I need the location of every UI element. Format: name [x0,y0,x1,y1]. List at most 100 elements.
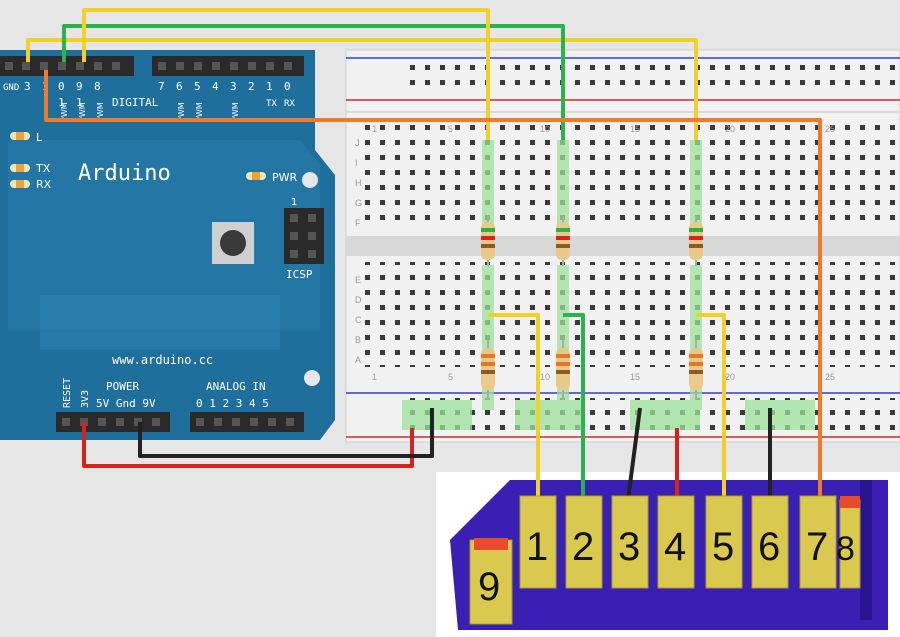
reset-button [212,222,254,264]
row-label: E [355,275,361,285]
connector-pin: 8 [836,496,861,589]
connector-pin-label: 4 [664,525,686,569]
pwm-label: PWM [78,102,87,122]
pin-label: 7 [158,80,165,93]
resistor [481,216,495,266]
resistor [689,340,703,400]
power-pins-label: 5V Gnd 9V [96,397,156,410]
arduino-brand: Arduino [78,161,171,186]
wires [26,8,822,501]
led-pwr-label: PWR [272,171,298,184]
col-label: 10 [540,124,550,134]
row-label: B [355,335,361,345]
resistor [481,340,495,400]
wire-green-2 [563,313,585,500]
breadboard-top-holes [355,125,900,230]
connector-pin: 3 [611,495,649,589]
row-label: J [355,138,360,148]
wire-yellow-3 [488,313,540,500]
col-label: 1 [372,124,377,134]
led-rx-label: RX [36,178,52,191]
connector-pin-label: 5 [712,525,734,569]
pin-label: 1 [58,96,65,109]
pin-label: 5 [194,80,201,93]
digital-header-1 [0,56,134,76]
resistor [689,216,703,266]
col-label: 20 [725,124,735,134]
resistor [556,216,570,266]
pwm-label: PWM [60,102,69,122]
wire-red-5v [82,422,414,468]
pin-label: 1 [76,96,83,109]
v33-pin-label: 3V3 [80,390,91,408]
arduino-board: GND 3 1 0 9 8 7 6 5 4 3 2 1 0 1 1 DIGITA… [0,50,335,440]
connector-pin-label: 9 [478,565,500,609]
col-label: 20 [725,372,735,382]
pin-label: 2 [248,80,255,93]
row-label: H [355,178,362,188]
connector-pin-label: 7 [806,525,828,569]
wire-yellow-2 [82,8,490,140]
wire-orange [44,70,822,500]
pin-label-tx: TX [266,99,277,109]
digital-header-2 [152,56,304,76]
resistor [556,340,570,400]
led-tx-label: TX [35,162,51,175]
wire-yellow-4 [696,313,726,500]
pin-label-rx: RX [284,99,295,109]
connector-pin-label: 6 [758,525,780,569]
digital-label: DIGITAL [112,96,159,109]
connector-pin-label: 3 [618,525,640,569]
wire-yellow-1 [26,38,698,140]
pin-label-gnd: GND [3,83,19,93]
connector-pins: 1 2 3 4 5 6 7 8 [469,495,861,625]
pin-label: 0 [284,80,291,93]
connector-pin: 9 [469,538,513,625]
pin-label: 8 [94,80,101,93]
pin-label: 1 [266,80,273,93]
wire-black-1 [626,407,642,501]
connector-pin-label: 8 [836,530,855,568]
row-label: I [355,158,358,168]
row-label: F [355,218,361,228]
connector-pin-label: 1 [526,525,548,569]
pwm-label: PWM [177,102,186,122]
col-label: 25 [825,372,835,382]
col-label: 15 [630,372,640,382]
power-label: POWER [106,380,139,393]
pwm-label: PWM [231,102,240,122]
col-label: 5 [448,124,453,134]
row-label: A [355,355,361,365]
row-label: C [355,315,362,325]
connector-pin: 4 [657,495,695,589]
breadboard-top-rail [346,57,900,101]
pwm-label: PWM [195,102,204,122]
connector-pin: 5 [705,495,743,589]
connector-pin: 7 [799,495,837,589]
led-indicators [10,132,266,188]
pin-label: 3 [230,80,237,93]
col-label: 10 [540,372,550,382]
connector-pin: 2 [565,495,603,589]
connector-pin-label: 2 [572,525,594,569]
wire-green [62,24,565,140]
arduino-url: www.arduino.cc [112,353,213,367]
pin-label: 0 [58,80,65,93]
reset-pin-label: RESET [62,378,73,408]
analog-header [190,412,304,432]
connector-pin: 6 [751,495,789,589]
connector-pin: 1 [519,495,557,589]
pin-label: 6 [176,80,183,93]
row-label: D [355,295,362,305]
icsp-pin1-label: 1 [291,197,297,208]
analog-pins-label: 0 1 2 3 4 5 [196,397,269,410]
breadboard: J I H G F E D C B A 1 5 10 15 20 25 1 5 … [345,49,900,443]
pwm-label: PWM [96,102,105,122]
col-label: 15 [630,124,640,134]
row-label: G [355,198,362,208]
breadboard-bottom-holes [355,262,900,367]
analog-label: ANALOG IN [206,380,266,393]
pin-label: 9 [76,80,83,93]
